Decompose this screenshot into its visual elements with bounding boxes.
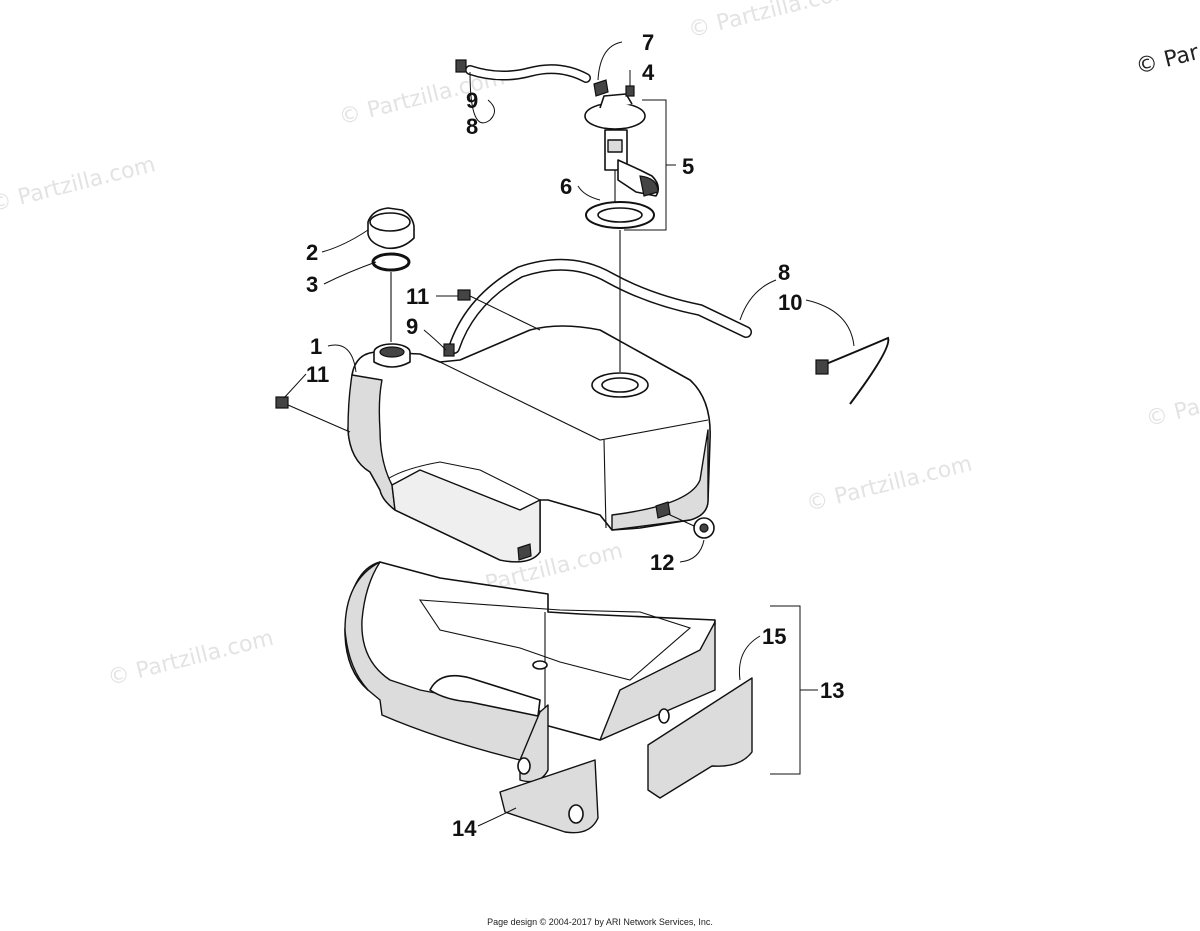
watermark: © Partzilla.com [1144, 367, 1200, 432]
callout-15[interactable]: 15 [762, 624, 786, 649]
callout-14[interactable]: 14 [452, 816, 477, 841]
callout-10[interactable]: 10 [778, 290, 802, 315]
bolt-11-lower[interactable] [275, 396, 351, 433]
callout-8-upper[interactable]: 8 [466, 114, 478, 139]
callout-13[interactable]: 13 [820, 678, 844, 703]
watermark: © Partzilla.com [804, 452, 975, 517]
callout-5[interactable]: 5 [682, 154, 694, 179]
skid-plate[interactable] [344, 561, 716, 783]
callout-11-lower[interactable]: 11 [306, 362, 329, 387]
callout-1[interactable]: 1 [310, 334, 322, 359]
grommet[interactable] [667, 513, 715, 539]
fuel-cap[interactable] [367, 207, 415, 250]
callout-12[interactable]: 12 [650, 550, 674, 575]
page-footer: Page design © 2004-2017 by ARI Network S… [487, 917, 713, 927]
screw-4[interactable] [625, 85, 635, 97]
clamp-7[interactable] [593, 79, 609, 97]
callout-9-lower[interactable]: 9 [406, 314, 418, 339]
callout-3[interactable]: 3 [306, 272, 318, 297]
callout-8-lower[interactable]: 8 [778, 260, 790, 285]
callout-7[interactable]: 7 [642, 30, 654, 55]
side-cover-15[interactable] [647, 677, 753, 799]
callout-6[interactable]: 6 [560, 174, 572, 199]
fuel-tank[interactable] [347, 325, 711, 563]
filler-gasket[interactable] [371, 252, 411, 272]
fuel-pump-assembly[interactable] [584, 93, 660, 206]
callout-labels: 7 4 9 8 5 6 2 3 11 9 1 11 8 10 12 15 13 … [306, 30, 844, 841]
callout-9-upper[interactable]: 9 [466, 88, 478, 113]
side-cover-14[interactable] [499, 759, 599, 834]
callout-4[interactable]: 4 [642, 60, 655, 85]
callout-11-upper[interactable]: 11 [406, 284, 429, 309]
hose-clamp-top[interactable] [455, 59, 467, 73]
watermark: © Partzilla.com [0, 152, 158, 217]
hose-clamp-lower[interactable] [443, 343, 455, 357]
sender-wire[interactable] [815, 336, 890, 405]
pump-gasket[interactable] [585, 201, 655, 229]
leader-lines [283, 41, 855, 827]
watermark: © Partzilla.com [686, 0, 857, 43]
watermark-corner: © Par [1133, 40, 1200, 80]
bolt-11-upper[interactable] [457, 289, 541, 331]
vent-hose[interactable] [448, 258, 752, 354]
callout-2[interactable]: 2 [306, 240, 318, 265]
watermark: © Partzilla.com [105, 626, 276, 691]
fuel-hose-top[interactable] [465, 64, 591, 83]
